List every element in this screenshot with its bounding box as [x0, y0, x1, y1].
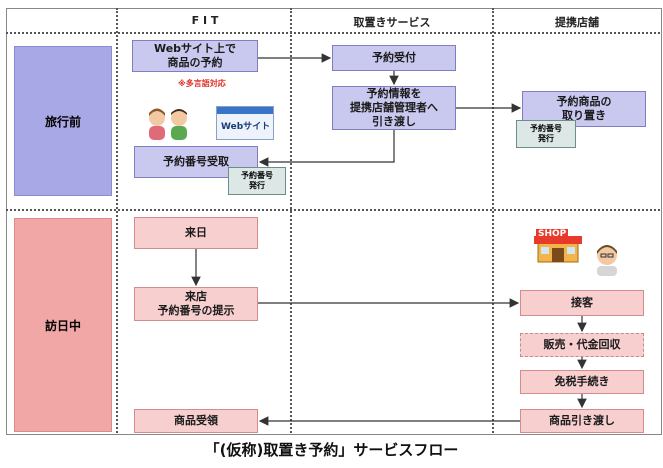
document-icon: 予約番号 発行 [228, 167, 286, 195]
column-header-fit: F I T [191, 14, 219, 27]
goods-handover-box: 商品引き渡し [520, 409, 644, 433]
clerk-icon [592, 242, 622, 276]
receive-goods-box: 商品受領 [134, 409, 258, 433]
reception-box: 接客 [520, 290, 644, 316]
document-icon: 予約番号 発行 [516, 120, 576, 148]
phase-during-visit: 訪日中 [14, 218, 112, 432]
sales-box: 販売・代金回収 [520, 333, 644, 357]
tax-free-box: 免税手続き [520, 370, 644, 394]
diagram-frame [6, 8, 662, 435]
column-header-service: 取置きサービス [353, 16, 431, 29]
multilang-note: ※多言語対応 [178, 79, 226, 88]
website-icon: Webサイト [216, 106, 274, 140]
reservation-accept-box: 予約受付 [332, 45, 456, 71]
diagram-caption: 「(仮称)取置き予約」サービスフロー [204, 441, 459, 459]
column-divider [492, 8, 494, 433]
handover-info-box: 予約情報を 提携店舗管理者へ 引き渡し [332, 86, 456, 130]
shop-icon: SHOP [532, 228, 584, 264]
arrival-box: 来日 [134, 217, 258, 249]
phase-before-travel: 旅行前 [14, 46, 112, 196]
web-reserve-box: Webサイト上で 商品の予約 [132, 40, 258, 72]
header-divider [6, 32, 660, 34]
shop-sign: SHOP [536, 229, 569, 239]
column-divider [116, 8, 118, 433]
visit-store-box: 来店 予約番号の提示 [134, 287, 258, 321]
column-divider [290, 8, 292, 433]
phase-divider [6, 209, 660, 211]
website-label: Webサイト [221, 122, 271, 132]
column-header-store: 提携店舗 [555, 16, 599, 29]
people-icon [146, 108, 192, 140]
